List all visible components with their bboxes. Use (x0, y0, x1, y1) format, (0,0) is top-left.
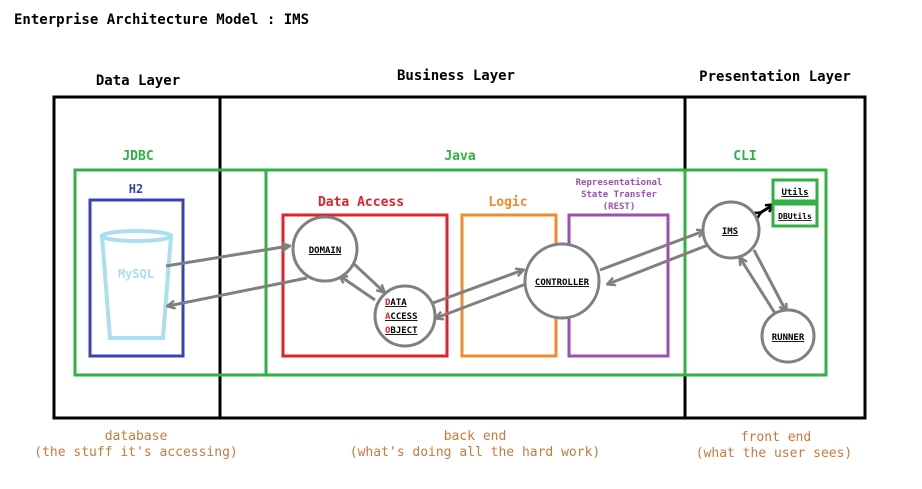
h2-box (88, 198, 185, 358)
dbutils-label: DBUtils (778, 211, 812, 221)
business-caption-line1: back end (444, 429, 507, 444)
jdbc-label: JDBC (122, 149, 153, 164)
rest-label-line3: (REST) (603, 202, 636, 212)
dao-letter-a: A (385, 312, 391, 322)
dbutils-box: DBUtils (771, 202, 819, 228)
arrow-controller-to-dao (436, 282, 527, 318)
arrow-runner-to-ims (740, 258, 780, 319)
ims-label: IMS (722, 227, 738, 237)
dao-line1: DATA (385, 298, 407, 308)
controller-label: CONTROLLER (535, 278, 590, 288)
data-caption-line1: database (105, 429, 168, 444)
dao-letter-o: O (385, 326, 391, 336)
data-access-label: Data Access (318, 195, 404, 210)
presentation-caption-line2: (what the user sees) (696, 446, 853, 461)
business-layer-box (218, 95, 687, 420)
arrow-mysql-to-domain (165, 246, 289, 268)
data-layer-heading: Data Layer (96, 73, 180, 89)
dao-line3: OBJECT (385, 326, 418, 336)
rest-label-line2: State Transfer (581, 190, 657, 200)
h2-label: H2 (129, 182, 143, 196)
data-layer-box (52, 95, 222, 420)
logic-label: Logic (488, 195, 527, 210)
arrow-ims-to-controller (608, 243, 709, 284)
dao-letter-d: D (385, 298, 391, 308)
arrow-domain-to-dao (352, 262, 384, 292)
business-layer-heading: Business Layer (397, 68, 515, 84)
domain-node: DOMAIN (291, 215, 359, 283)
presentation-caption-line1: front end (741, 430, 811, 445)
utils-label: Utils (781, 187, 808, 198)
presentation-layer-box (683, 95, 867, 420)
domain-label: DOMAIN (309, 246, 342, 256)
runner-node: RUNNER (760, 308, 816, 364)
utils-box: Utils (771, 178, 819, 203)
ims-node: IMS (701, 200, 761, 260)
arrow-domain-to-mysql (168, 276, 308, 306)
controller-node: CONTROLLER (523, 242, 601, 320)
cli-box (683, 168, 828, 377)
data-caption-line2: (the stuff it's accessing) (34, 445, 238, 460)
data-access-box (281, 213, 449, 358)
arrow-dao-to-domain (340, 276, 376, 302)
dao-node: DATA ACCESS OBJECT (373, 284, 437, 348)
rest-label-line1: Representational (576, 177, 663, 188)
arrow-ims-utils-link (760, 205, 773, 213)
business-caption-line2: (what's doing all the hard work) (350, 445, 600, 460)
presentation-layer-heading: Presentation Layer (699, 69, 851, 85)
arrow-dao-to-controller (429, 270, 523, 306)
cli-label: CLI (733, 149, 756, 164)
diagram-title: Enterprise Architecture Model : IMS (14, 12, 309, 28)
mysql-database: MySQL (99, 229, 174, 340)
java-label: Java (444, 149, 475, 164)
mysql-label: MySQL (118, 267, 154, 281)
runner-label: RUNNER (772, 333, 805, 343)
arrow-controller-to-ims (599, 231, 704, 272)
arrow-ims-to-runner (752, 249, 786, 311)
dao-line2: ACCESS (385, 312, 418, 322)
